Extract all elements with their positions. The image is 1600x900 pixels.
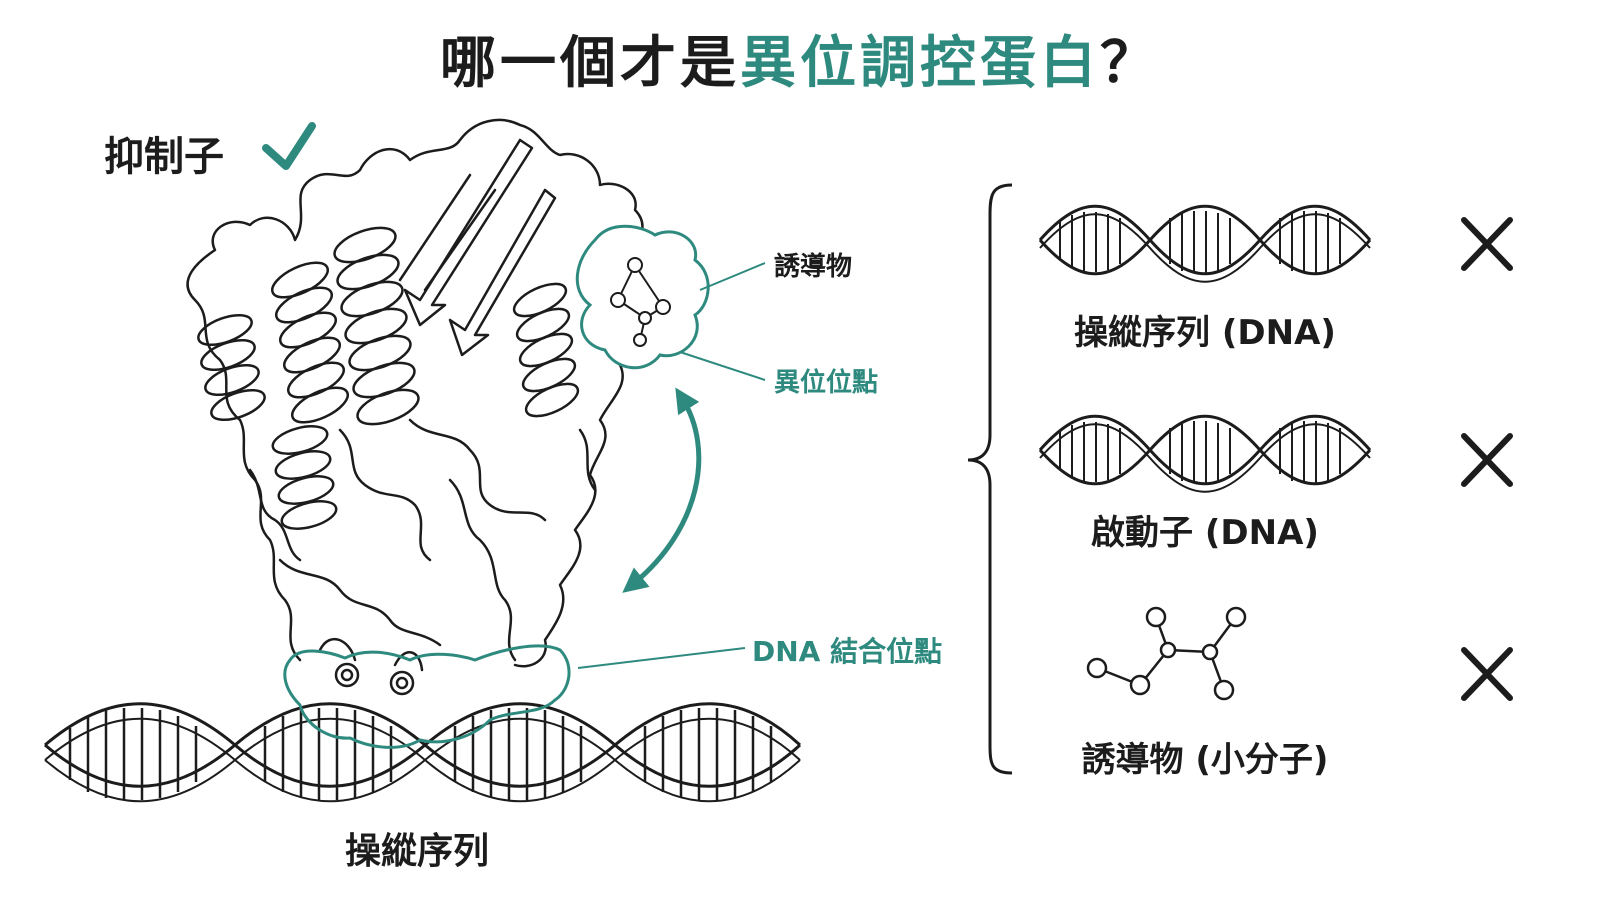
allosteric-communication-arrow — [622, 387, 702, 593]
title-highlight: 異位調控蛋白 — [740, 31, 1100, 96]
cross-icon — [1461, 433, 1513, 487]
allosteric-callout-line — [679, 351, 766, 381]
repressor-protein — [186, 118, 644, 672]
dna-helix-icon — [1038, 414, 1372, 494]
protein-name-label: 抑制子 — [104, 134, 224, 180]
options-brace — [967, 183, 1013, 775]
operator-dna-helix — [44, 702, 802, 803]
cross-icon — [1461, 217, 1513, 271]
allosteric-site-outline — [575, 224, 710, 370]
cross-icon — [1461, 647, 1513, 701]
inducer-molecule-icon — [610, 257, 671, 347]
operator-label: 操縱序列 — [345, 831, 490, 872]
title-part1: 哪一個才是 — [440, 31, 740, 96]
page-title: 哪一個才是異位調控蛋白？ — [0, 18, 1600, 99]
title-part2: ？ — [1100, 31, 1160, 96]
option-label-operator: 操縱序列 (DNA) — [1074, 313, 1336, 353]
option-label-promoter: 啟動子 (DNA) — [1091, 513, 1319, 553]
dna-binding-callout-line — [577, 647, 746, 669]
option-label-inducer: 誘導物 (小分子) — [1081, 740, 1329, 780]
dna-helix-icon — [1038, 204, 1372, 284]
check-icon — [262, 122, 316, 170]
inducer-callout-label: 誘導物 — [774, 252, 853, 282]
dna-binding-residues — [334, 662, 415, 696]
dna-binding-site-outline — [283, 644, 571, 749]
inducer-callout-line — [699, 262, 766, 291]
dna-binding-site-label: DNA 結合位點 — [752, 635, 943, 668]
allosteric-site-label: 異位位點 — [774, 368, 879, 398]
molecule-icon — [1086, 606, 1247, 701]
